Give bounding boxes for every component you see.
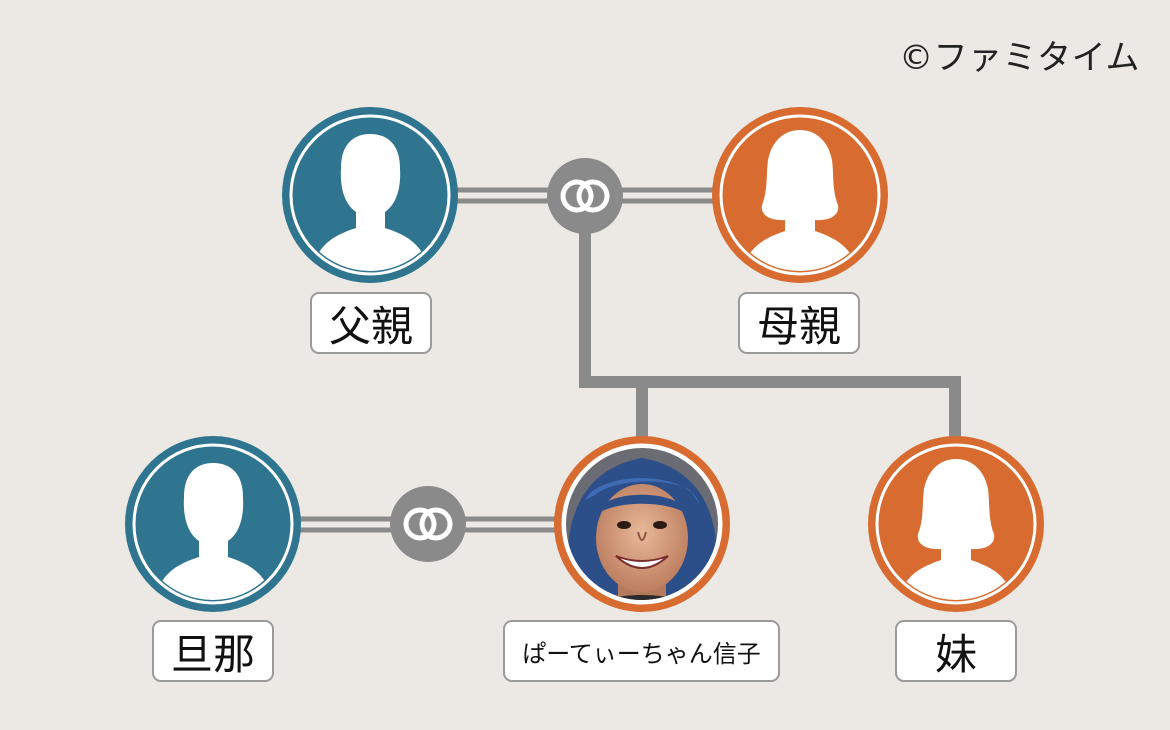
label-sister: 妹 — [895, 620, 1017, 682]
female-silhouette-icon — [740, 130, 860, 271]
avatar-self — [554, 436, 730, 612]
male-silhouette-icon — [310, 134, 431, 271]
avatar-sister — [868, 436, 1044, 612]
male-silhouette-icon — [153, 463, 274, 600]
avatar-husband — [125, 436, 301, 612]
marriage-rings-icon — [390, 486, 466, 562]
label-husband: 旦那 — [152, 620, 274, 682]
label-father: 父親 — [310, 292, 432, 354]
label-self: ぱーてぃーちゃん信子 — [503, 620, 780, 682]
avatar-mother — [712, 107, 888, 283]
label-mother: 母親 — [738, 292, 860, 354]
avatar-father — [282, 107, 458, 283]
marriage-rings-icon — [547, 158, 623, 234]
female-silhouette-icon — [896, 459, 1016, 600]
copyright-text: ©ファミタイム — [899, 38, 1140, 78]
